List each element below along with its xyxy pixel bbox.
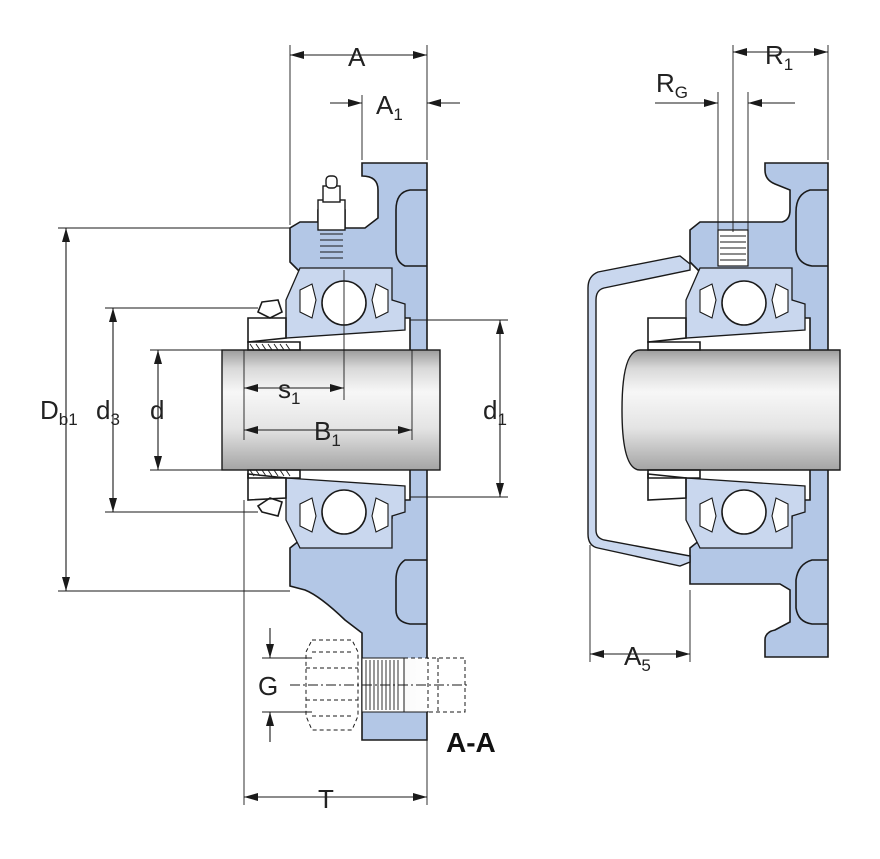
right-view bbox=[587, 162, 841, 658]
label-d1: d1 bbox=[483, 395, 507, 429]
grease-nipple bbox=[317, 175, 346, 259]
ball-lower-left-view bbox=[321, 489, 367, 535]
label-RG: RG bbox=[656, 68, 688, 102]
seal-upper-left bbox=[299, 283, 317, 319]
label-A5: A5 bbox=[624, 641, 651, 675]
mounting-bolt bbox=[290, 639, 470, 731]
label-B1: B1 bbox=[314, 416, 341, 450]
label-Db1: Db1 bbox=[40, 395, 78, 429]
dimension-lines-left bbox=[58, 45, 508, 805]
label-d3: d3 bbox=[96, 395, 120, 429]
label-T: T bbox=[318, 784, 334, 814]
flange-recess-upper bbox=[395, 189, 427, 267]
dimension-lines-right bbox=[589, 45, 829, 662]
shaft-left bbox=[221, 349, 441, 471]
seal-lower-left bbox=[299, 497, 317, 533]
dimension-labels: A A1 Db1 d3 d s1 B1 d1 G T RG R1 A5 A-A bbox=[40, 40, 793, 814]
seal-lower-right bbox=[371, 497, 389, 533]
left-section-view bbox=[221, 162, 470, 741]
label-R1: R1 bbox=[765, 40, 793, 74]
shaft-right bbox=[621, 349, 841, 471]
end-cover bbox=[587, 255, 691, 567]
flange-recess-lower bbox=[395, 559, 427, 625]
label-d: d bbox=[150, 395, 164, 425]
section-label: A-A bbox=[446, 727, 496, 758]
label-G: G bbox=[258, 671, 278, 701]
label-s1: s1 bbox=[278, 374, 300, 408]
seal-upper-right bbox=[371, 283, 389, 319]
label-A: A bbox=[348, 42, 366, 72]
label-A1: A1 bbox=[376, 90, 403, 124]
